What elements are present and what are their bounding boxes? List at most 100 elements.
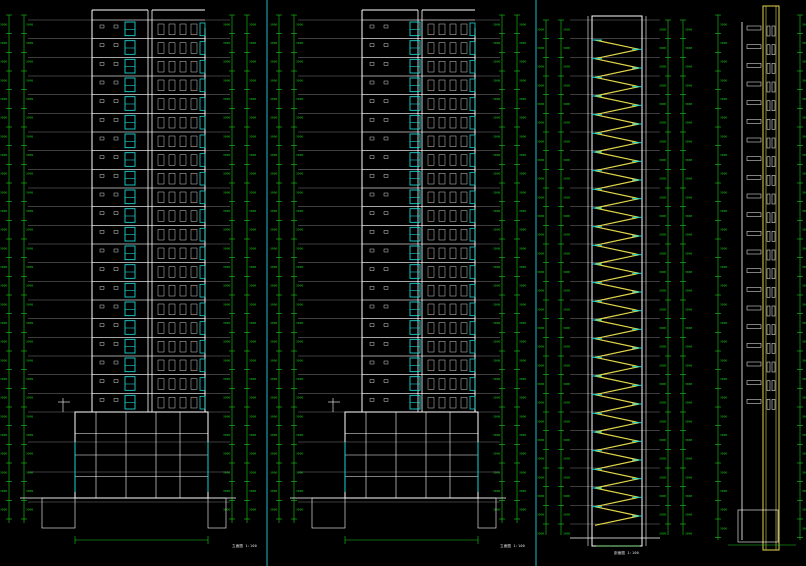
dimension-label: 3000	[26, 60, 33, 64]
room-tag	[369, 304, 375, 309]
window	[199, 246, 206, 261]
dimension-label: 3000	[563, 27, 570, 31]
side-window	[766, 100, 771, 111]
window	[469, 265, 476, 279]
unit-opening	[179, 229, 187, 241]
dimension-label: 3000	[26, 470, 33, 474]
dimension-label: 3000	[537, 158, 544, 162]
dimension-label: 3000	[519, 302, 526, 306]
dimension-label: 3000	[563, 251, 570, 255]
unit-opening	[190, 79, 198, 91]
window	[199, 171, 206, 186]
stair-flight	[594, 328, 640, 340]
dimension-label: 3000	[493, 228, 500, 232]
window	[199, 97, 206, 111]
unit-opening	[190, 247, 198, 259]
unit-opening	[157, 117, 165, 129]
dimension-label: 3000	[563, 65, 570, 69]
dimension-label: 3000	[249, 265, 256, 269]
side-outline-yellow	[762, 5, 780, 551]
dimension-label: 3000	[270, 340, 277, 344]
room-tag	[99, 379, 105, 383]
unit-opening	[449, 135, 457, 147]
dimension-label: 3000	[685, 363, 692, 367]
dimension-label: 3000	[26, 153, 33, 157]
dimension-label: 3000	[537, 83, 544, 87]
unit-opening	[157, 285, 165, 297]
stair-flight	[594, 263, 640, 274]
dimension-label: 3000	[0, 358, 7, 362]
dimension-label: 3000	[223, 489, 230, 493]
dimension-label: 3000	[493, 396, 500, 400]
side-window	[766, 324, 771, 335]
unit-opening	[179, 322, 187, 334]
unit-opening	[179, 285, 187, 297]
side-balcony	[746, 156, 762, 161]
dimension-label: 3000	[270, 302, 277, 306]
dimension-label: 3000	[26, 452, 33, 456]
window	[199, 134, 206, 149]
dimension-label: 3000	[802, 78, 806, 82]
window	[124, 376, 136, 391]
dimension-label: 3000	[537, 326, 544, 330]
room-tag	[369, 155, 375, 159]
dimension-label: 3000	[223, 22, 230, 26]
unit-opening	[427, 117, 435, 129]
dimension-label: 3000	[0, 97, 7, 101]
room-tag	[99, 360, 105, 365]
stair-flight	[594, 160, 640, 172]
side-balcony	[746, 44, 762, 49]
dimension-label: 3000	[519, 153, 526, 157]
unit-opening	[427, 191, 435, 203]
dimension-label: 3000	[223, 60, 230, 64]
room-tag	[99, 286, 105, 290]
dimension-label: 3000	[26, 116, 33, 120]
unit-opening	[460, 79, 468, 91]
dimension-label: 3000	[26, 134, 33, 138]
unit-opening	[438, 378, 446, 390]
elevation-panel-a: 3000 3000 3000 3000 3000 3000 3000 3000 3000 3000…	[0, 9, 256, 544]
room-tag	[383, 155, 389, 159]
stair-flight	[594, 412, 640, 424]
room-tag	[99, 304, 105, 309]
window	[124, 226, 136, 242]
dimension-label: 3000	[249, 246, 256, 250]
dimension-label: 3000	[537, 195, 544, 199]
dimension-label: 3000	[249, 433, 256, 437]
dimension-label: 3000	[720, 321, 727, 325]
unit-opening	[179, 23, 187, 35]
side-balcony	[746, 268, 762, 273]
dimension-label: 3000	[802, 358, 806, 362]
room-tag	[369, 192, 375, 197]
side-balcony	[746, 63, 762, 68]
room-tag	[383, 323, 389, 327]
stair-flight	[594, 95, 640, 106]
unit-opening	[449, 61, 457, 73]
stair-flight	[594, 347, 640, 358]
stair-flight	[594, 319, 640, 330]
unit-opening	[438, 98, 446, 110]
dimension-label: 3000	[270, 358, 277, 362]
dimension-label: 3000	[685, 419, 692, 423]
dimension-label: 3000	[26, 358, 33, 362]
dimension-label: 3000	[537, 307, 544, 311]
dimension-label: 3000	[26, 284, 33, 288]
window	[409, 245, 421, 261]
dimension-label: 3000	[270, 22, 277, 26]
dimension-label: 3000	[802, 116, 806, 120]
dimension-label: 3000	[0, 134, 7, 138]
dimension-label: 3000	[802, 246, 806, 250]
dimension-label: 3000	[26, 321, 33, 325]
window	[409, 21, 421, 37]
window	[124, 58, 136, 74]
unit-opening	[190, 173, 198, 185]
dimension-label: 3000	[493, 153, 500, 157]
stair-flight	[594, 384, 640, 396]
unit-opening	[168, 378, 176, 390]
window	[409, 114, 421, 130]
window	[409, 394, 421, 410]
caption-elevation-b: 立面图 1:100	[500, 544, 525, 548]
dimension-label: 3000	[0, 340, 7, 344]
unit-opening	[190, 42, 198, 54]
dimension-label: 3000	[802, 414, 806, 418]
